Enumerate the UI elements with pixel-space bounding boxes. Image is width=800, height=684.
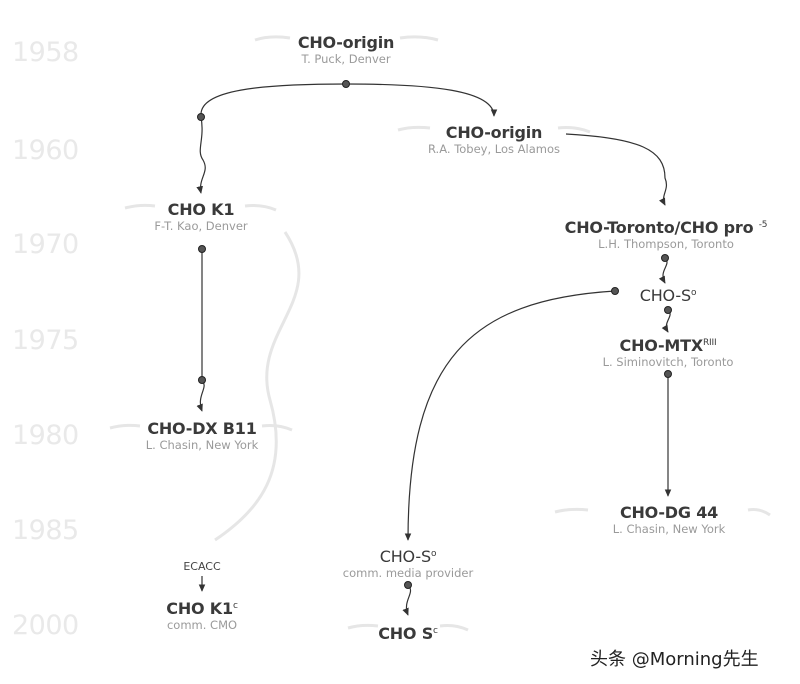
node-superscript: RIII xyxy=(703,338,717,348)
node-cho-s-comm: CHO-So comm. media provider xyxy=(342,545,474,581)
year-label: 1985 xyxy=(12,515,79,546)
year-label: 1980 xyxy=(12,420,79,451)
node-subtitle: comm. CMO xyxy=(166,618,238,632)
node-cho-k1c: CHO K1c comm. CMO xyxy=(166,597,238,633)
node-title: CHO-S xyxy=(639,286,691,305)
node-cho-dx-b11: CHO-DX B11 L. Chasin, New York xyxy=(145,419,259,453)
node-subtitle: L. Siminovitch, Toronto xyxy=(602,355,734,369)
node-subtitle: comm. media provider xyxy=(342,566,474,580)
node-superscript: c xyxy=(433,626,438,636)
year-label: 1975 xyxy=(12,325,79,356)
node-title: CHO-MTX xyxy=(619,336,704,355)
node-cho-origin-puck: CHO-origin T. Puck, Denver xyxy=(297,33,395,67)
node-title: CHO S xyxy=(378,624,434,643)
node-cho-sc: CHO Sc xyxy=(378,622,438,643)
node-superscript: o xyxy=(690,288,697,298)
node-title: CHO-DG 44 xyxy=(619,503,719,522)
node-cho-dg44: CHO-DG 44 L. Chasin, New York xyxy=(612,503,726,537)
node-cho-s-toronto: CHO-So xyxy=(640,284,697,305)
lineage-edges xyxy=(196,83,672,616)
node-ecacc: ECACC xyxy=(183,560,220,573)
branch-dots xyxy=(197,80,672,589)
node-title: CHO K1 xyxy=(167,200,235,219)
year-label: 2000 xyxy=(12,610,79,641)
year-label: 1970 xyxy=(12,229,79,260)
year-label: 1958 xyxy=(12,37,79,68)
node-superscript: -5 xyxy=(758,220,768,230)
node-subtitle: F-T. Kao, Denver xyxy=(154,219,248,233)
faint-arrows xyxy=(109,35,771,632)
node-title: CHO-S xyxy=(379,547,431,566)
node-title: CHO-origin xyxy=(297,33,395,52)
node-cho-toronto: CHO-Toronto/CHO pro -5 L.H. Thompson, To… xyxy=(564,216,768,252)
node-title: CHO-origin xyxy=(445,123,543,142)
year-label: 1960 xyxy=(12,135,79,166)
node-subtitle: L. Chasin, New York xyxy=(145,438,259,452)
node-subtitle: T. Puck, Denver xyxy=(301,52,391,66)
node-title: ECACC xyxy=(183,560,221,573)
node-title: CHO K1 xyxy=(166,599,233,618)
node-title: CHO-DX B11 xyxy=(147,419,257,438)
node-subtitle: L. Chasin, New York xyxy=(612,522,726,536)
watermark: 头条 @Morning先生 xyxy=(590,649,759,670)
node-cho-mtx: CHO-MTXRIII L. Siminovitch, Toronto xyxy=(602,334,734,370)
node-cho-origin-tobey: CHO-origin R.A. Tobey, Los Alamos xyxy=(427,123,561,157)
node-subtitle: L.H. Thompson, Toronto xyxy=(598,237,734,251)
node-cho-k1: CHO K1 F-T. Kao, Denver xyxy=(154,200,248,234)
node-superscript: o xyxy=(430,549,437,559)
node-title: CHO-Toronto/CHO pro xyxy=(564,218,754,237)
node-superscript: c xyxy=(232,601,238,611)
node-subtitle: R.A. Tobey, Los Alamos xyxy=(427,142,561,156)
